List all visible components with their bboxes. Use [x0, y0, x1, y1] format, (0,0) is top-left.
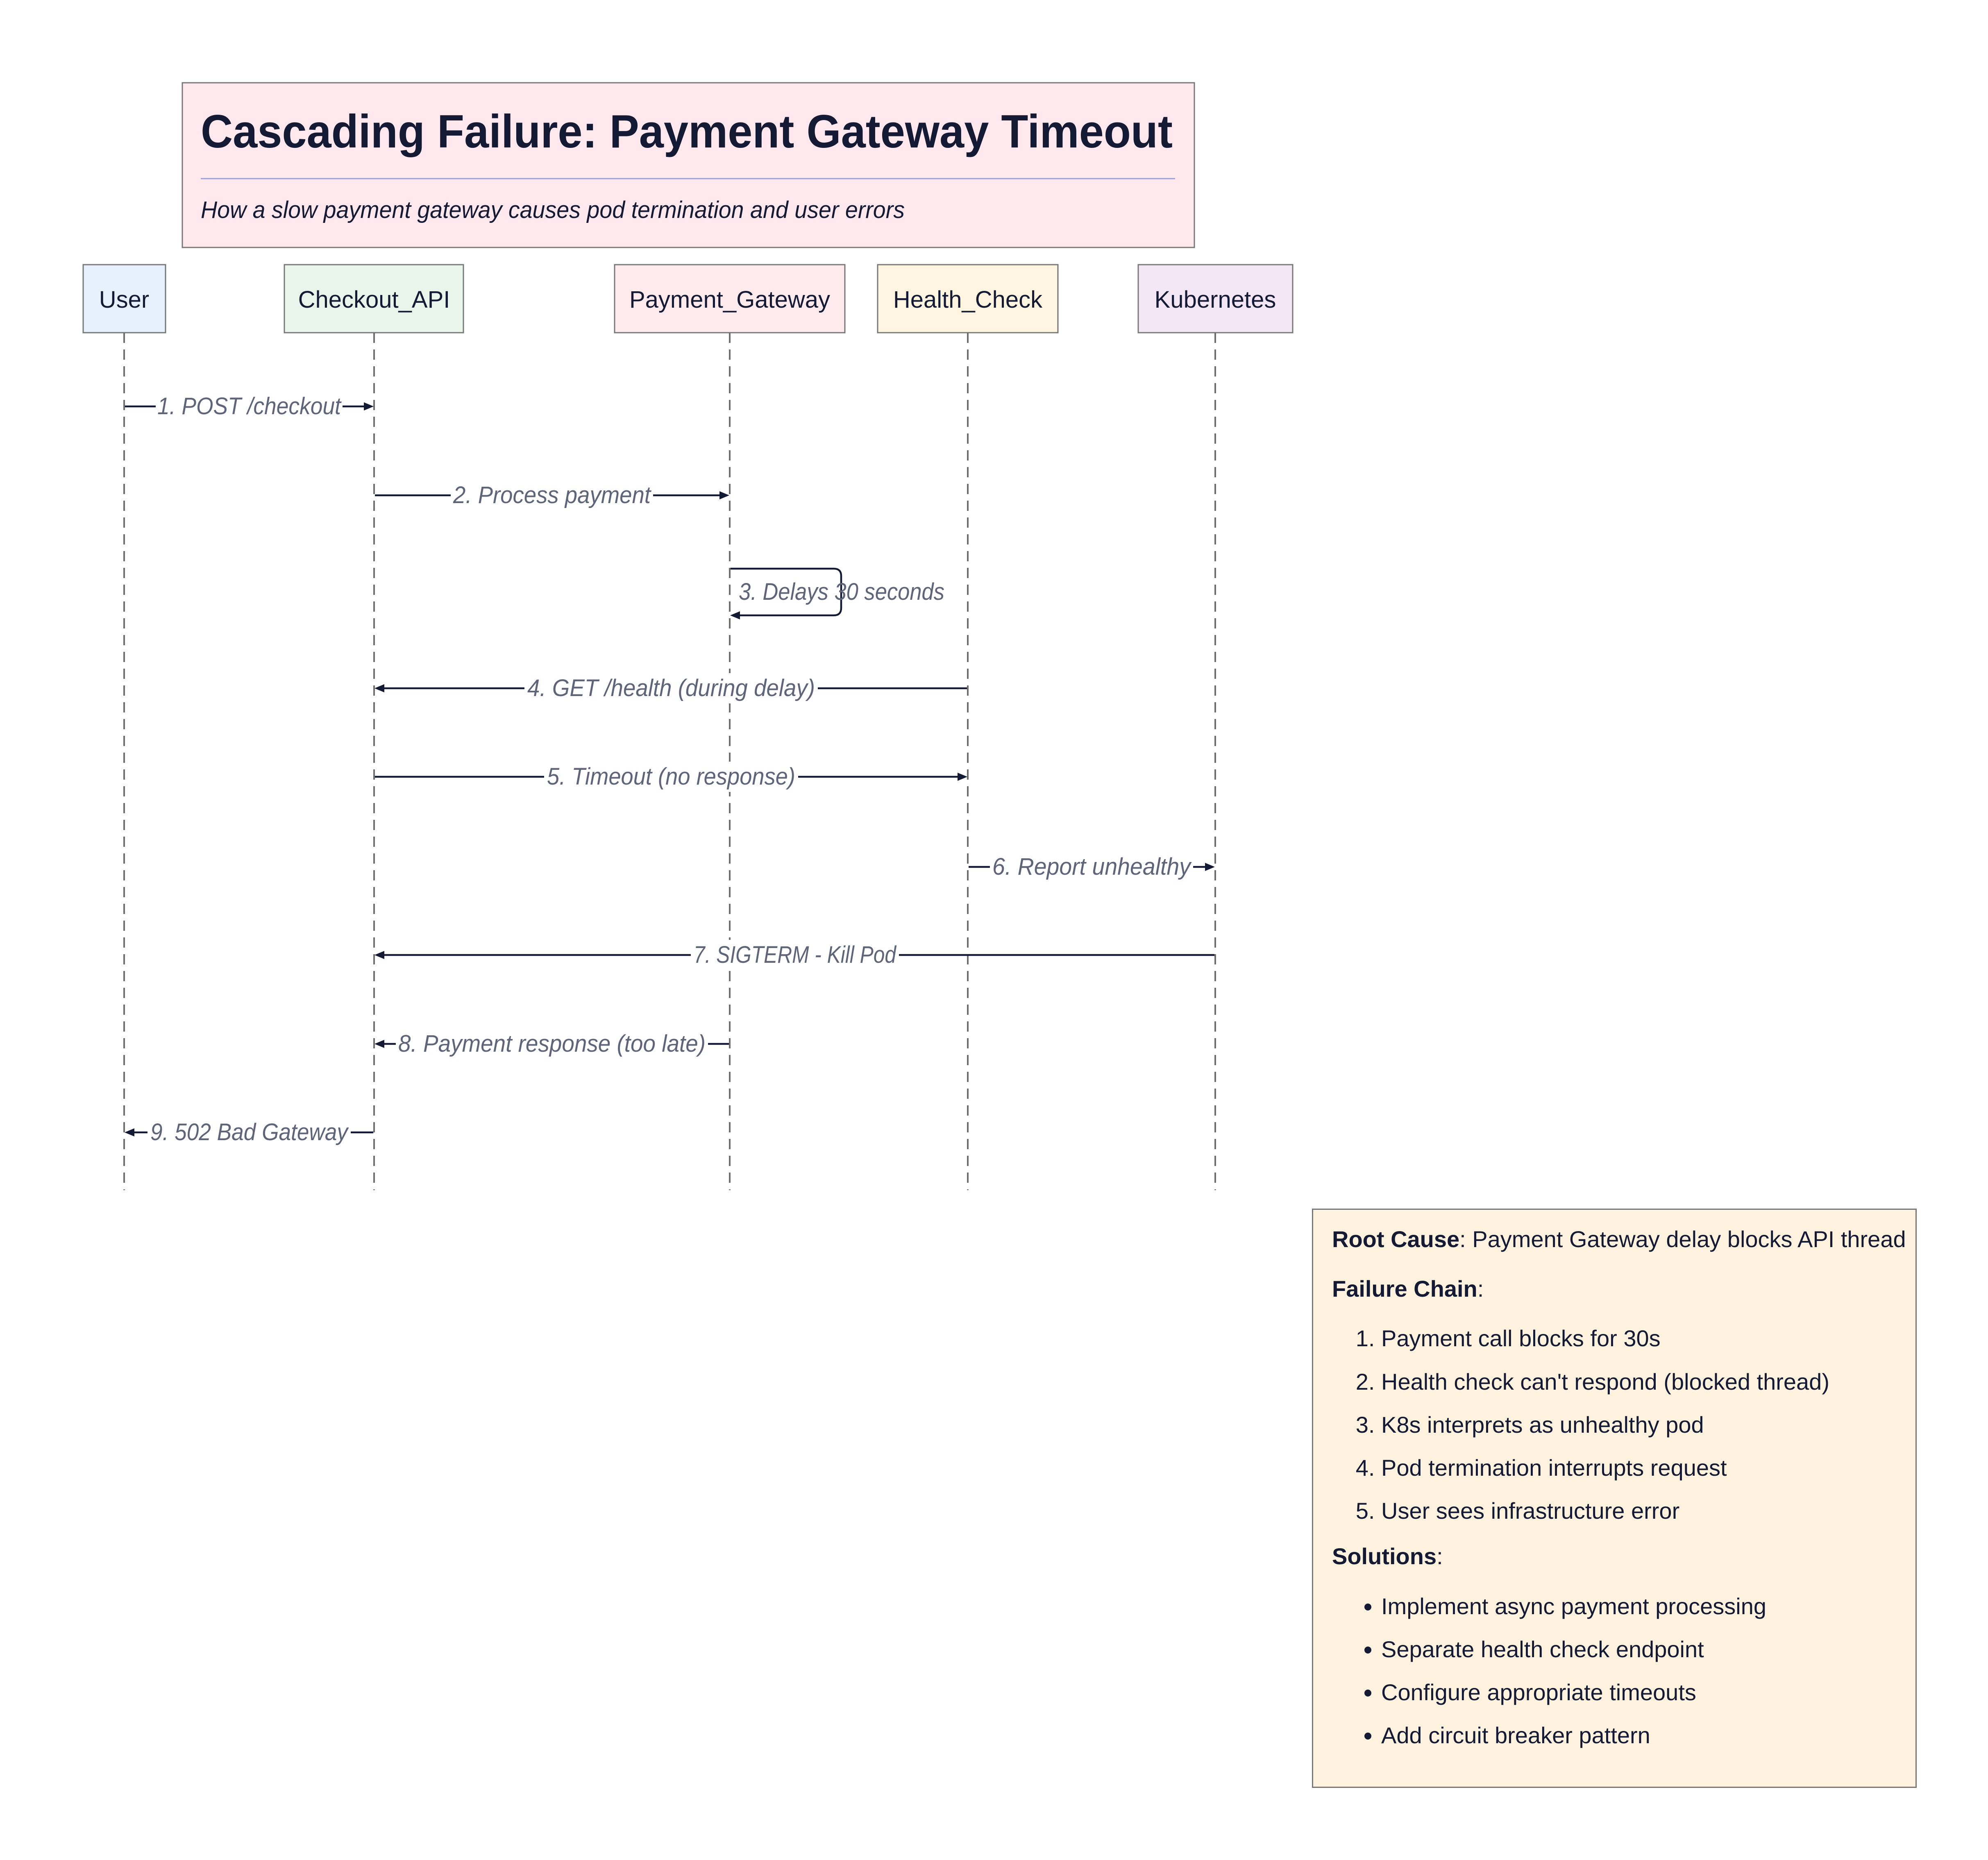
message-5-label: 5. Timeout (no response): [547, 763, 795, 790]
message-9-arrowhead: [125, 1128, 134, 1136]
message-7-label-bg: [691, 940, 899, 970]
message-3: 3. Delays 30 seconds: [730, 567, 944, 619]
participant-health-check: Health_Check: [877, 264, 1059, 333]
root-cause-label: Root Cause: [1332, 1226, 1460, 1252]
message-9-label-bg: [148, 1117, 351, 1148]
participant-checkout-api: Checkout_API: [284, 264, 464, 333]
title-box: Cascading Failure: Payment Gateway Timeo…: [182, 82, 1195, 248]
root-cause-line: Root Cause: Payment Gateway delay blocks…: [1332, 1225, 1906, 1253]
message-4-arrowhead: [374, 684, 384, 692]
message-2-label: 2. Process payment: [453, 482, 652, 508]
message-4: 4. GET /health (during delay): [374, 673, 967, 703]
failure-chain-item: Health check can't respond (blocked thre…: [1381, 1368, 1897, 1395]
notes-box: Root Cause: Payment Gateway delay blocks…: [1312, 1209, 1917, 1788]
participant-health-check-label: Health_Check: [893, 286, 1043, 313]
message-7-label: 7. SIGTERM - Kill Pod: [694, 941, 896, 968]
message-1-arrowhead: [364, 402, 374, 411]
solution-item: Implement async payment processing: [1381, 1592, 1897, 1620]
message-8: 8. Payment response (too late): [374, 1029, 729, 1059]
diagram-subtitle: How a slow payment gateway causes pod te…: [201, 197, 905, 223]
message-5: 5. Timeout (no response): [375, 762, 967, 792]
message-7: 7. SIGTERM - Kill Pod: [374, 940, 1214, 970]
message-7-arrowhead: [374, 951, 384, 959]
message-8-label-bg: [396, 1029, 708, 1059]
failure-chain-item: K8s interprets as unhealthy pod: [1381, 1411, 1897, 1438]
participant-user-box: [82, 264, 166, 333]
message-2: 2. Process payment: [375, 480, 729, 510]
message-5-arrowhead: [958, 773, 967, 781]
message-6: 6. Report unhealthy: [969, 852, 1215, 882]
failure-chain-list: Payment call blocks for 30s Health check…: [1332, 1325, 1897, 1524]
failure-chain-item: Payment call blocks for 30s: [1381, 1325, 1897, 1352]
participant-kubernetes-label: Kubernetes: [1155, 286, 1276, 313]
message-4-label: 4. GET /health (during delay): [527, 675, 815, 701]
failure-chain-colon: :: [1477, 1276, 1484, 1302]
lifelines: [123, 333, 1216, 1190]
solutions-list: Implement async payment processing Separ…: [1332, 1592, 1897, 1749]
messages: 1. POST /checkout 2. Process payment 3. …: [125, 391, 1215, 1148]
participant-checkout-api-label: Checkout_API: [298, 286, 450, 313]
message-6-label: 6. Report unhealthy: [992, 853, 1192, 880]
message-1: 1. POST /checkout: [125, 391, 374, 422]
failure-chain-heading: Failure Chain:: [1332, 1275, 1897, 1302]
message-6-label-bg: [990, 852, 1193, 882]
failure-chain-item: User sees infrastructure error: [1381, 1497, 1897, 1524]
message-9: 9. 502 Bad Gateway: [125, 1117, 373, 1148]
solution-item: Add circuit breaker pattern: [1381, 1722, 1897, 1749]
message-3-arrowhead: [730, 611, 740, 619]
solution-item: Separate health check endpoint: [1381, 1635, 1897, 1663]
message-3-label: 3. Delays 30 seconds: [739, 578, 944, 605]
message-1-label-bg: [156, 391, 343, 422]
participant-payment-gateway-label: Payment_Gateway: [629, 286, 830, 313]
message-2-label-bg: [451, 480, 653, 510]
failure-chain-label: Failure Chain: [1332, 1276, 1477, 1302]
participant-user: User: [82, 264, 166, 333]
participant-user-label: User: [99, 286, 149, 313]
solutions-colon: :: [1437, 1543, 1443, 1570]
message-1-label: 1. POST /checkout: [157, 393, 342, 420]
solutions-label: Solutions: [1332, 1543, 1437, 1570]
message-9-label: 9. 502 Bad Gateway: [150, 1119, 349, 1145]
participant-payment-gateway: Payment_Gateway: [614, 264, 846, 333]
message-3-line: [731, 567, 842, 617]
solution-item: Configure appropriate timeouts: [1381, 1679, 1897, 1706]
message-2-arrowhead: [719, 491, 729, 499]
message-5-label-bg: [544, 762, 798, 792]
root-cause-text: : Payment Gateway delay blocks API threa…: [1459, 1226, 1906, 1252]
failure-chain-item: Pod termination interrupts request: [1381, 1454, 1897, 1481]
message-4-label-bg: [524, 673, 818, 703]
message-8-arrowhead: [374, 1040, 384, 1048]
message-8-label: 8. Payment response (too late): [398, 1030, 706, 1057]
message-6-arrowhead: [1205, 863, 1215, 871]
solutions-heading: Solutions:: [1332, 1542, 1897, 1570]
participant-health-check-box: [877, 264, 1059, 333]
diagram-title: Cascading Failure: Payment Gateway Timeo…: [201, 106, 1173, 158]
title-box-frame: [182, 82, 1195, 248]
participant-kubernetes: Kubernetes: [1137, 264, 1294, 333]
participants: User Checkout_API Payment_Gateway Health…: [82, 264, 1294, 333]
